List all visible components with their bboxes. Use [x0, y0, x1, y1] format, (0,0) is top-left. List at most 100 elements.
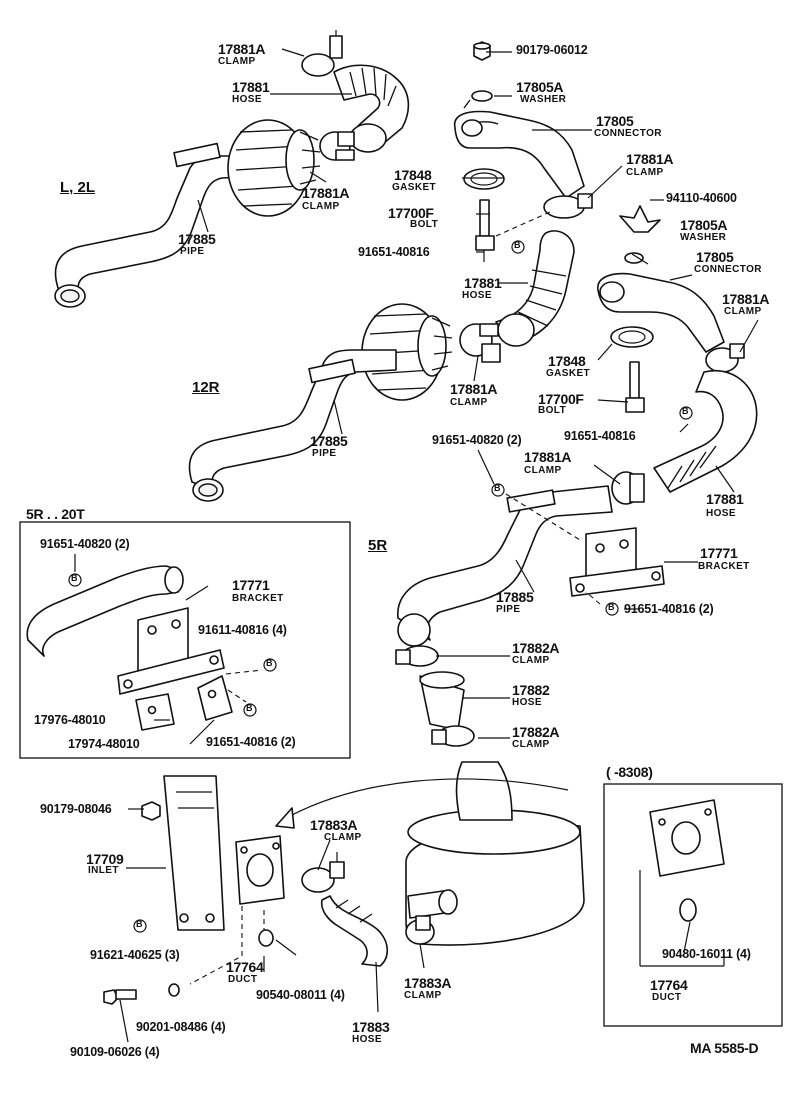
bolt-17700f-upper [475, 199, 495, 262]
part-number: 17848 [548, 353, 586, 369]
bracket-17771-5r [569, 527, 665, 597]
resonator-l2l [227, 119, 321, 217]
duct-17764-alt [649, 799, 725, 877]
leader-box-2 [227, 689, 247, 703]
part-name: CLAMP [404, 990, 442, 1001]
part-name: CLAMP [512, 655, 550, 666]
part-name: WASHER [520, 94, 567, 105]
hose-17881-5r [653, 369, 758, 493]
ref-marker-b: B [266, 658, 273, 668]
part-number: 90480-16011 (4) [662, 947, 751, 961]
pipe-5r-20t [26, 565, 184, 657]
part-name: GASKET [546, 368, 591, 379]
part-name: BRACKET [232, 593, 284, 604]
bracket-17771-box [117, 607, 225, 695]
inlet-17709 [163, 775, 225, 931]
part-number: 91651-40816 (2) [206, 735, 296, 749]
part-name: HOSE [706, 508, 736, 519]
part-name: BRACKET [698, 561, 750, 572]
part-number: 17700F [538, 391, 584, 407]
section-label-5r-20t: 5R . . 20T [26, 506, 85, 522]
part-number: 17885 [310, 433, 348, 449]
part-number: 17881A [524, 449, 572, 465]
ref-marker-b: B [246, 703, 253, 713]
pipe-12r [188, 349, 397, 502]
part-name: CLAMP [524, 465, 562, 476]
section-label-8308: ( -8308) [606, 764, 653, 780]
part-name: DUCT [652, 992, 682, 1003]
part-name: PIPE [312, 448, 337, 459]
clamp-5r-upper [611, 471, 645, 505]
washer-17805a-upper [471, 90, 493, 102]
part-number: 91611-40816 (4) [198, 623, 287, 637]
plate-17974-48010 [197, 675, 233, 721]
hose-17882 [419, 671, 465, 731]
part-number: 17883 [352, 1019, 390, 1035]
part-number: 17881 [706, 491, 744, 507]
leader-duct-1 [189, 906, 243, 985]
connector-17805-upper [453, 99, 585, 199]
part-number: 17881A [450, 381, 498, 397]
part-name: PIPE [180, 246, 205, 257]
part-number: 17882A [512, 640, 560, 656]
part-name: CLAMP [512, 739, 550, 750]
wing-nut-94110-40600 [619, 205, 661, 233]
part-number: 17771 [232, 577, 270, 593]
clamp-l2l-upper [301, 30, 343, 77]
part-name: CLAMP [324, 832, 362, 843]
part-number: 91651-40816 [564, 429, 636, 443]
part-number: 90109-06026 (4) [70, 1045, 160, 1059]
part-number: 17805A [680, 217, 728, 233]
bolt-90109 [103, 989, 137, 1005]
part-number: 17771 [700, 545, 738, 561]
part-name: CLAMP [626, 167, 664, 178]
b-markers [68, 240, 693, 933]
part-name: HOSE [352, 1034, 382, 1045]
ref-marker-b: B [136, 919, 143, 929]
route-arrow [289, 778, 569, 817]
part-number: 91651-40816 (2) [624, 602, 714, 616]
resonator-12r [361, 303, 453, 401]
part-number: 17764 [650, 977, 688, 993]
ref-marker-b: B [514, 240, 521, 250]
part-number: 94110-40600 [666, 191, 737, 205]
nut-90179-08046 [141, 801, 161, 821]
part-name: DUCT [228, 974, 258, 985]
washer-17805a-lower [624, 252, 644, 264]
clamp-17882a-upper [395, 645, 439, 667]
part-name: GASKET [392, 182, 437, 193]
part-number: 17881A [626, 151, 674, 167]
part-number: 17885 [178, 231, 216, 247]
part-number: 17974-48010 [68, 737, 140, 751]
ref-marker-b: B [494, 483, 501, 493]
part-number: 17764 [226, 959, 264, 975]
part-number: 17881A [722, 291, 770, 307]
part-name: PIPE [496, 604, 521, 615]
part-number: 91651-40820 (2) [40, 537, 130, 551]
part-name: BOLT [538, 405, 567, 416]
clamp-17883a-lower [405, 915, 435, 945]
ref-marker-b: B [608, 602, 615, 612]
part-number: 17883A [310, 817, 358, 833]
part-number: 90540-08011 (4) [256, 988, 345, 1002]
clamp-upper-right [543, 193, 593, 219]
part-name: CLAMP [302, 201, 340, 212]
arrowhead [275, 807, 295, 829]
part-number: 90179-06012 [516, 43, 588, 57]
part-number: 17881A [302, 185, 350, 201]
section-label-5r: 5R [368, 537, 388, 554]
leader-lines [74, 48, 759, 1043]
part-number: 17805 [596, 113, 634, 129]
connector-17805-lower [597, 272, 725, 353]
part-name: CLAMP [724, 306, 762, 317]
part-number: 90179-08046 [40, 802, 112, 816]
part-number: 17883A [404, 975, 452, 991]
part-number: 17881A [218, 41, 266, 57]
part-number: 91651-40820 (2) [432, 433, 522, 447]
part-name: HOSE [232, 94, 262, 105]
part-name: BOLT [410, 219, 439, 230]
clamp-17882a-lower [431, 725, 475, 747]
clamp-17883a-upper [301, 852, 345, 893]
part-number: 17848 [394, 167, 432, 183]
